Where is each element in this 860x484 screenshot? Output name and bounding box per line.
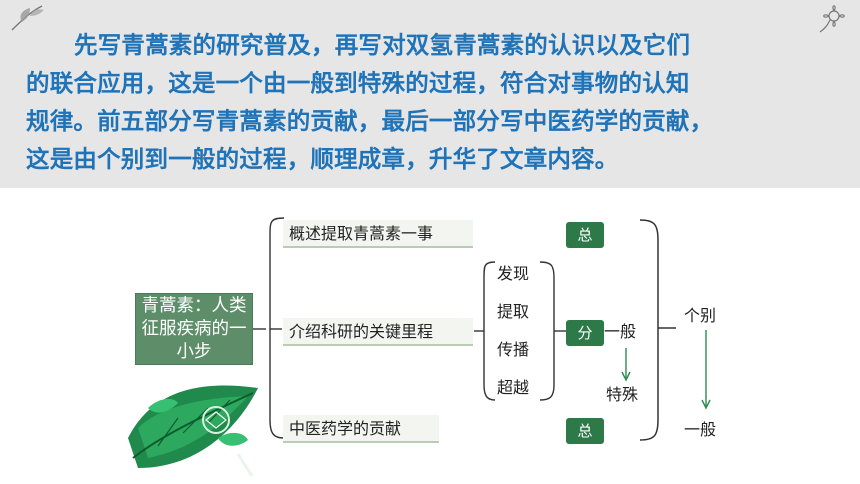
paragraph-line-4: 这是由个别到一般的过程，顺理成章，升华了文章内容。 — [26, 145, 619, 173]
badge-total-top: 总 — [566, 222, 604, 248]
badge-total-bottom: 总 — [566, 418, 604, 444]
step-surpass: 超越 — [497, 378, 530, 397]
paragraph-line-3: 规律。前五部分写青蒿素的贡献，最后一部分写中医药学的贡献， — [26, 107, 714, 135]
root-label: 青蒿素：人类征服疾病的一小步 — [141, 295, 247, 362]
branch-label: 中医药学的贡献 — [289, 419, 402, 438]
label-individual: 个别 — [684, 306, 717, 325]
label-specific: 特殊 — [606, 385, 639, 404]
paragraph-line-1: 先写青蒿素的研究普及，再写对双氢青蒿素的认识以及它们 — [74, 31, 691, 59]
branch-tcm-contribution: 中医药学的贡献 — [283, 415, 439, 443]
artemisia-leaf-illustration-icon — [128, 385, 258, 477]
badge-parts: 分 — [566, 320, 604, 346]
text-banner: 先写青蒿素的研究普及，再写对双氢青蒿素的认识以及它们 的联合应用，这是一个由一般… — [0, 0, 860, 188]
branch-label: 介绍科研的关键里程 — [289, 322, 434, 341]
step-extract: 提取 — [497, 302, 530, 321]
summary-paragraph: 先写青蒿素的研究普及，再写对双氢青蒿素的认识以及它们 的联合应用，这是一个由一般… — [26, 26, 846, 178]
step-discover: 发现 — [497, 264, 530, 283]
root-node: 青蒿素：人类征服疾病的一小步 — [135, 293, 253, 365]
leaf-sketch-icon — [11, 5, 44, 31]
branch-overview: 概述提取青蒿素一事 — [283, 220, 473, 248]
paragraph-line-2: 的联合应用，这是一个由一般到特殊的过程，符合对事物的认知 — [26, 69, 690, 97]
label-general-left: 一般 — [604, 322, 637, 341]
flower-sketch-icon — [819, 5, 845, 33]
branch-milestones: 介绍科研的关键里程 — [283, 318, 473, 346]
branch-label: 概述提取青蒿素一事 — [289, 224, 434, 243]
step-spread: 传播 — [497, 340, 530, 359]
label-general-right: 一般 — [684, 420, 717, 439]
